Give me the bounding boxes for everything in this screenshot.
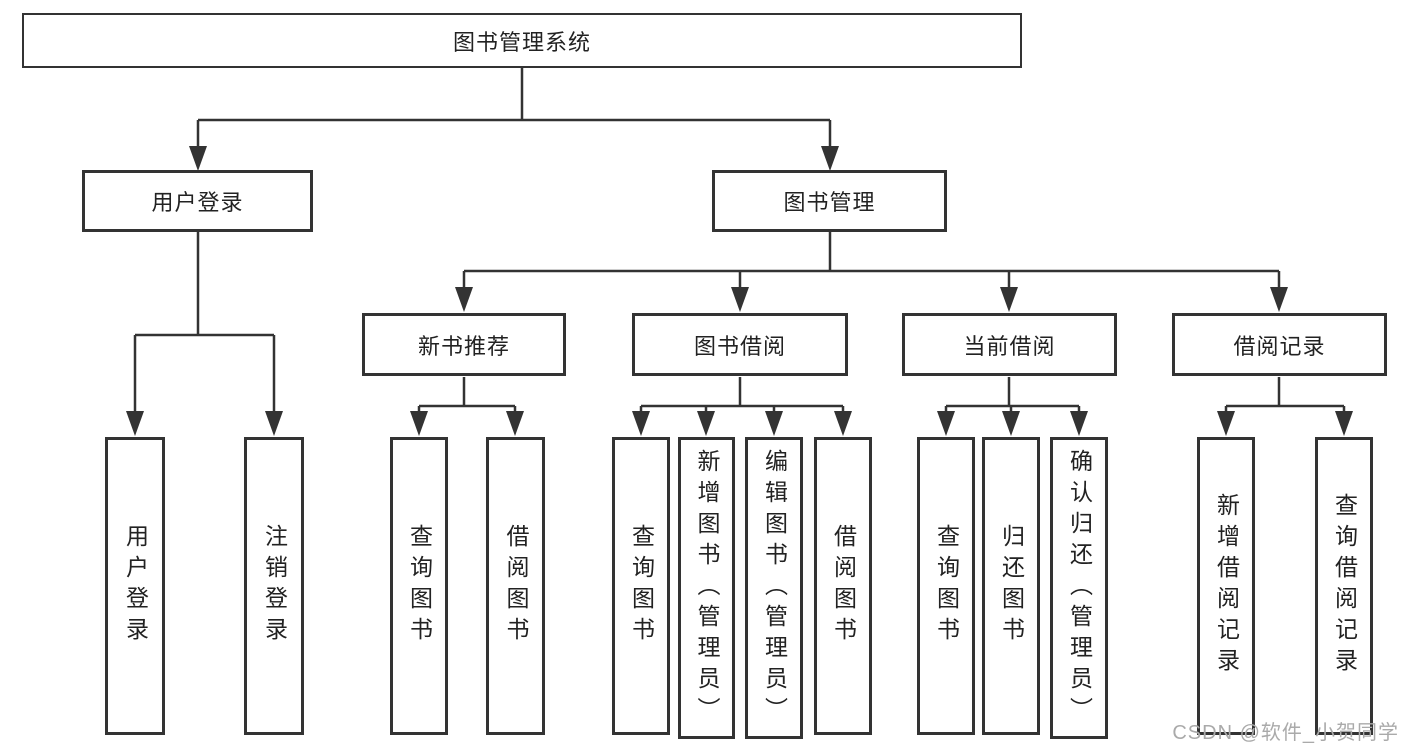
leaf-query-borrow-record: 查询借阅记录 [1315,437,1373,735]
node-root: 图书管理系统 [22,13,1022,68]
leaf-add-books-admin: 新增图书（管理员） [678,437,735,739]
leaf-return-books: 归还图书 [982,437,1040,735]
leaf-confirm-return-admin: 确认归还（管理员） [1050,437,1108,739]
leaf-user-login-label: 用户登录 [122,524,149,648]
leaf-borrow-query-books-label: 查询图书 [628,524,655,648]
leaf-newrec-borrow-books: 借阅图书 [486,437,545,735]
leaf-edit-books-admin: 编辑图书（管理员） [745,437,803,739]
leaf-logout-label: 注销登录 [261,524,288,648]
leaf-user-login: 用户登录 [105,437,165,735]
node-user-login-label: 用户登录 [151,190,244,215]
leaf-borrow-borrow-books-label: 借阅图书 [830,524,857,648]
node-borrow-records: 借阅记录 [1172,313,1387,376]
leaf-borrow-borrow-books: 借阅图书 [814,437,872,735]
node-root-label: 图书管理系统 [452,29,591,55]
leaf-newrec-query-books: 查询图书 [390,437,448,735]
leaf-borrow-query-books: 查询图书 [612,437,670,735]
leaf-confirm-return-admin-label: 确认归还（管理员） [1066,448,1093,728]
node-user-login: 用户登录 [82,170,313,232]
arrowheads [126,146,1353,436]
node-new-book-rec-label: 新书推荐 [417,333,510,359]
node-book-borrow: 图书借阅 [632,313,848,376]
node-new-book-rec: 新书推荐 [362,313,566,376]
watermark: CSDN @软件_小贺同学 [1172,722,1399,744]
leaf-logout: 注销登录 [244,437,304,735]
node-borrow-records-label: 借阅记录 [1233,333,1326,359]
node-book-mgmt-label: 图书管理 [783,190,876,215]
node-current-borrow: 当前借阅 [902,313,1117,376]
leaf-add-borrow-record: 新增借阅记录 [1197,437,1255,735]
leaf-newrec-query-books-label: 查询图书 [406,524,433,648]
leaf-add-borrow-record-label: 新增借阅记录 [1213,493,1240,679]
node-book-borrow-label: 图书借阅 [693,333,786,359]
leaf-current-query-books-label: 查询图书 [933,524,960,648]
leaf-query-borrow-record-label: 查询借阅记录 [1331,493,1358,679]
node-current-borrow-label: 当前借阅 [963,333,1056,359]
leaf-newrec-borrow-books-label: 借阅图书 [503,524,529,648]
node-book-mgmt: 图书管理 [712,170,947,232]
leaf-edit-books-admin-label: 编辑图书（管理员） [761,448,788,728]
leaf-return-books-label: 归还图书 [998,524,1025,648]
leaf-current-query-books: 查询图书 [917,437,975,735]
leaf-add-books-admin-label: 新增图书（管理员） [694,448,720,728]
